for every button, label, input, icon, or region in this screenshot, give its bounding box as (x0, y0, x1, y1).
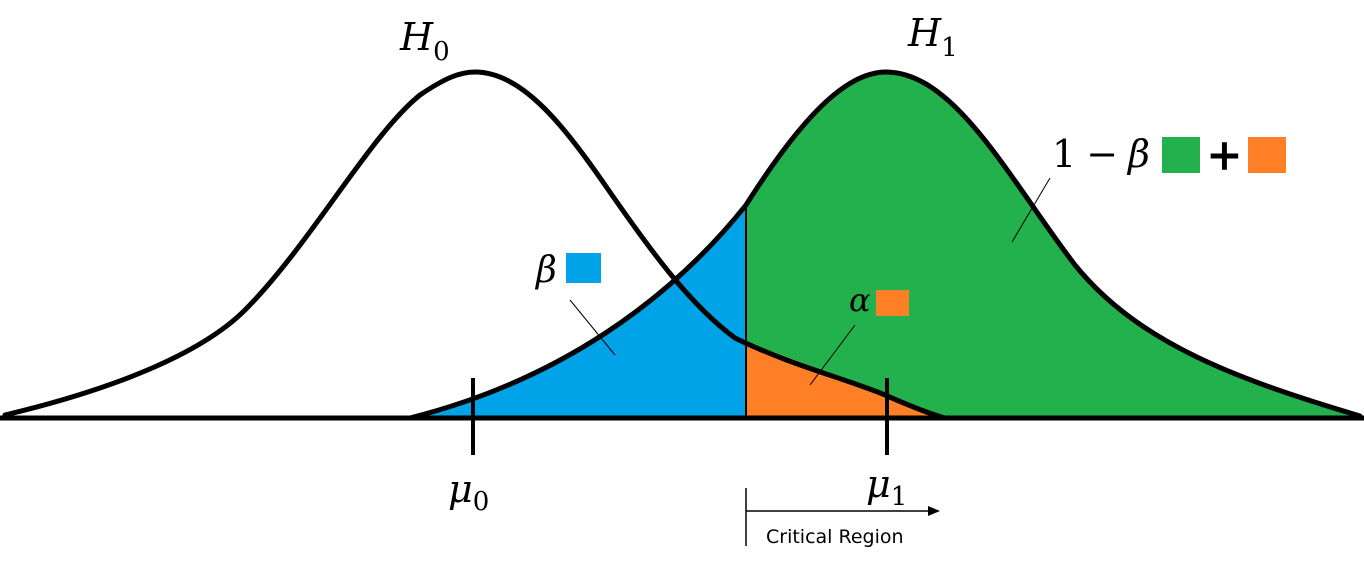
critical-region-label: Critical Region (766, 526, 904, 548)
mu1-label: μ1 (866, 462, 907, 512)
power-leader-line (1011, 177, 1051, 243)
beta-leader-line (569, 299, 616, 356)
power-region-fill (410, 205, 746, 418)
beta-swatch (566, 253, 601, 283)
power-plus-sign: + (1206, 130, 1243, 181)
h0-label: H0 (399, 15, 450, 67)
h1-green-area (746, 72, 1364, 418)
power-green-swatch (1162, 137, 1200, 173)
alpha-leader-line (809, 324, 856, 386)
critical-region-arrowhead (928, 506, 940, 516)
h1-curve (407, 69, 1363, 421)
power-label: 1−β (1052, 132, 1150, 176)
mu0-label: μ0 (448, 467, 489, 517)
beta-label: β (534, 250, 557, 291)
h0-curve (2, 69, 948, 421)
power-orange-swatch (1248, 137, 1286, 173)
alpha-swatch (876, 290, 909, 316)
alpha-label: α (849, 281, 871, 319)
h1-label: H1 (907, 11, 958, 63)
